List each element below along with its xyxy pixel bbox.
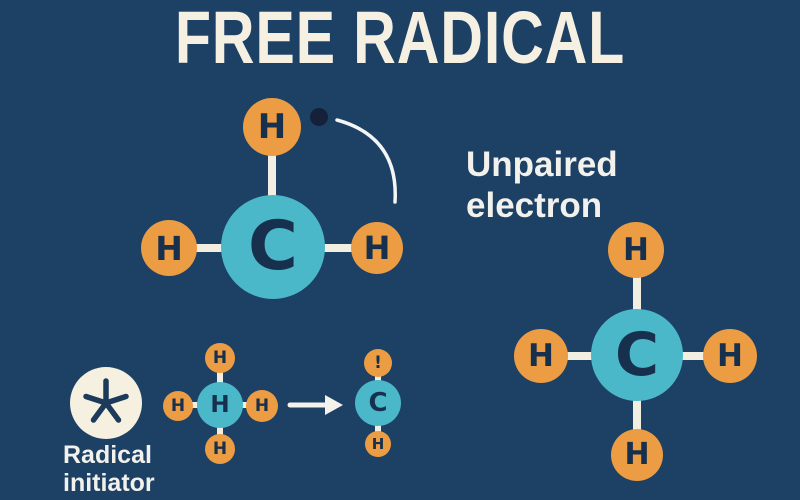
bond-right	[681, 352, 706, 360]
bond-right	[241, 402, 249, 408]
bond-top	[633, 276, 641, 312]
bond-left	[190, 402, 199, 408]
bond-top	[268, 152, 276, 202]
atom-hydrogen: H	[163, 391, 193, 421]
atom-hydrogen: H	[205, 343, 235, 373]
unpaired-electron-label-line1: Unpaired	[466, 145, 618, 184]
atom-carbon: C	[591, 309, 683, 401]
asterisk-icon	[83, 378, 129, 423]
radical-initiator-label: Radical initiator	[63, 441, 155, 497]
atom-hydrogen: H	[205, 434, 235, 464]
atom-hydrogen: H	[246, 390, 278, 422]
unpaired-electron-label-line2: electron	[466, 186, 603, 225]
unpaired-electron-dot-icon	[310, 108, 328, 126]
radical-initiator-label-line2: initiator	[63, 469, 155, 497]
atom-hydrogen: H	[243, 98, 301, 156]
atom-hydrogen: H	[365, 431, 391, 457]
bond-top	[217, 370, 223, 384]
atom-center: H	[197, 382, 243, 428]
bond-right	[322, 244, 353, 252]
radical-initiator-label-line1: Radical	[63, 441, 152, 469]
electron-mark-atom: !	[364, 349, 392, 377]
atom-carbon: C	[355, 380, 401, 426]
bond-left	[566, 352, 593, 360]
atom-hydrogen: H	[608, 222, 664, 278]
bond-bottom	[633, 399, 641, 431]
unpaired-electron-label: Unpaired electron	[466, 144, 618, 226]
bond-bottom	[375, 423, 381, 433]
callout-arc-icon	[335, 118, 397, 204]
page-title: FREE RADICAL	[174, 0, 626, 79]
bond-left	[195, 244, 224, 252]
atom-carbon: C	[221, 195, 325, 299]
reaction-arrow-icon	[287, 395, 343, 415]
atom-hydrogen: H	[351, 222, 403, 274]
bond-top	[375, 374, 381, 383]
atom-hydrogen: H	[611, 429, 663, 481]
atom-hydrogen: H	[141, 220, 197, 276]
bond-bottom	[217, 426, 223, 437]
atom-hydrogen: H	[703, 329, 757, 383]
atom-hydrogen: H	[514, 329, 568, 383]
